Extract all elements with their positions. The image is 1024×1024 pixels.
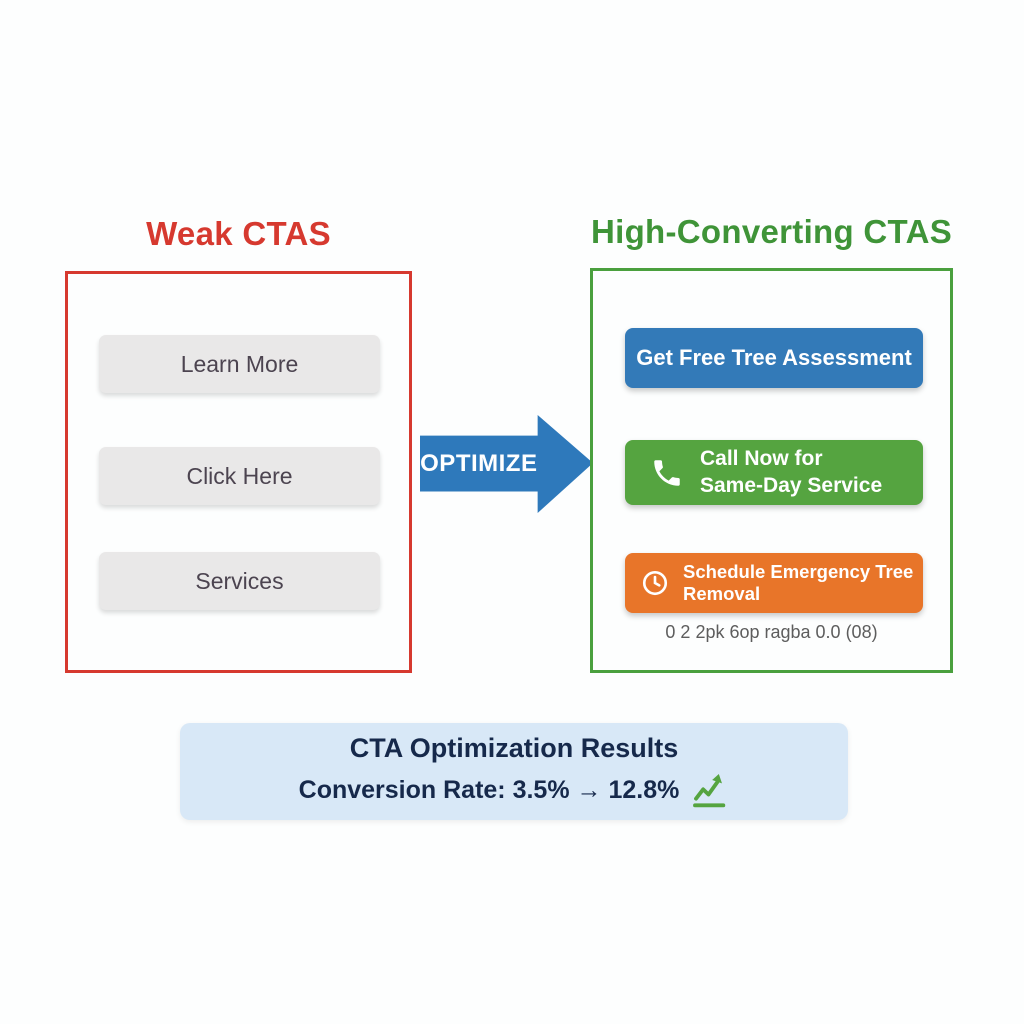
click-here-label: Click Here bbox=[186, 462, 293, 489]
services-label: Services bbox=[195, 567, 284, 594]
results-title: CTA Optimization Results bbox=[349, 732, 679, 763]
results-subtitle-row: Conversion Rate: 3.5% → 12.8% bbox=[299, 771, 730, 811]
get-free-tree-assessment-label: Get Free Tree Assessment bbox=[636, 345, 912, 370]
clock-icon bbox=[642, 570, 668, 596]
optimize-arrow: OPTIMIZE bbox=[420, 415, 593, 513]
phone-icon bbox=[654, 459, 680, 486]
trending-up-icon bbox=[693, 773, 726, 807]
schedule-emergency-label: Schedule Emergency Tree Removal bbox=[683, 561, 914, 604]
learn-more-button[interactable]: Learn More bbox=[99, 335, 380, 393]
services-button[interactable]: Services bbox=[99, 552, 380, 610]
results-box: CTA Optimization Results Conversion Rate… bbox=[180, 723, 848, 820]
high-converting-ctas-panel: Get Free Tree Assessment Call Now for Sa… bbox=[590, 268, 953, 673]
cta-panel-caption: 0 2 2pk 6op ragba 0.0 (08) bbox=[665, 622, 878, 642]
conversion-rate-text: Conversion Rate: 3.5% → 12.8% bbox=[298, 776, 680, 804]
get-free-tree-assessment-button[interactable]: Get Free Tree Assessment bbox=[625, 328, 923, 388]
call-now-line2: Same-Day Service bbox=[700, 473, 883, 497]
high-converting-ctas-title: High-Converting CTAS bbox=[590, 213, 953, 250]
call-now-label: Call Now for Same-Day Service bbox=[700, 446, 882, 500]
learn-more-label: Learn More bbox=[180, 350, 299, 377]
call-now-button[interactable]: Call Now for Same-Day Service bbox=[625, 440, 923, 505]
click-here-button[interactable]: Click Here bbox=[99, 447, 380, 505]
optimize-arrow-label: OPTIMIZE bbox=[420, 450, 538, 477]
weak-ctas-title: Weak CTAS bbox=[146, 215, 331, 252]
call-now-line1: Call Now for bbox=[700, 446, 823, 470]
weak-ctas-panel: Learn More Click Here Services bbox=[65, 271, 412, 673]
schedule-emergency-button[interactable]: Schedule Emergency Tree Removal bbox=[625, 553, 923, 613]
